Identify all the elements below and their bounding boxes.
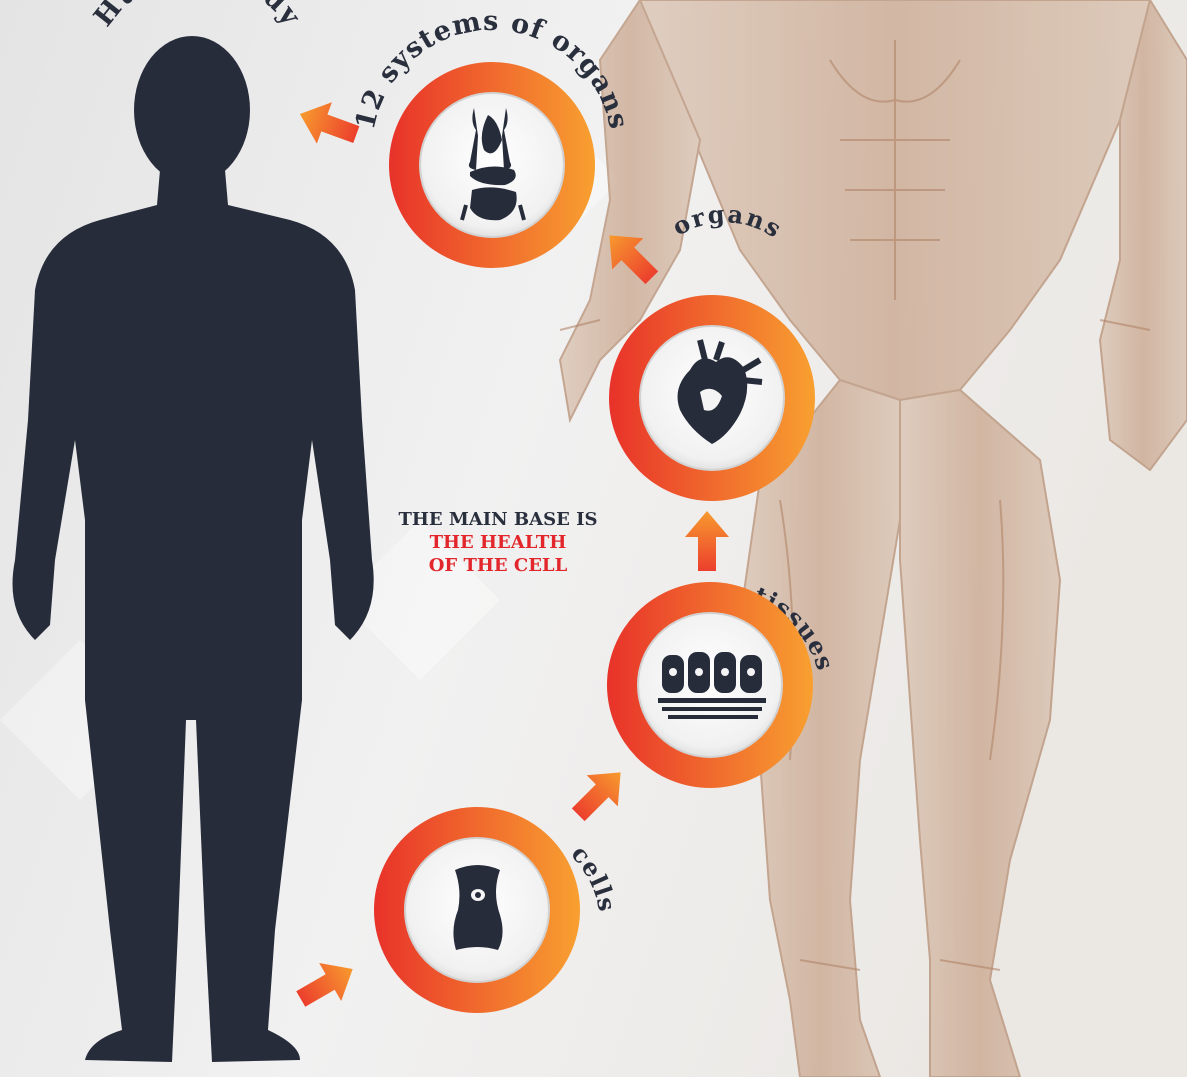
cell-icon	[453, 865, 502, 950]
note-line-1: THE MAIN BASE IS	[348, 508, 648, 531]
tissues-circle	[607, 582, 813, 788]
note-line-3: OF THE CELL	[348, 554, 648, 577]
systems-circle	[389, 62, 595, 268]
main-base-note: THE MAIN BASE IS THE HEALTH OF THE CELL	[348, 508, 648, 577]
cells-circle	[374, 807, 580, 1013]
organs-circle	[609, 295, 815, 501]
note-line-2: THE HEALTH	[348, 531, 648, 554]
